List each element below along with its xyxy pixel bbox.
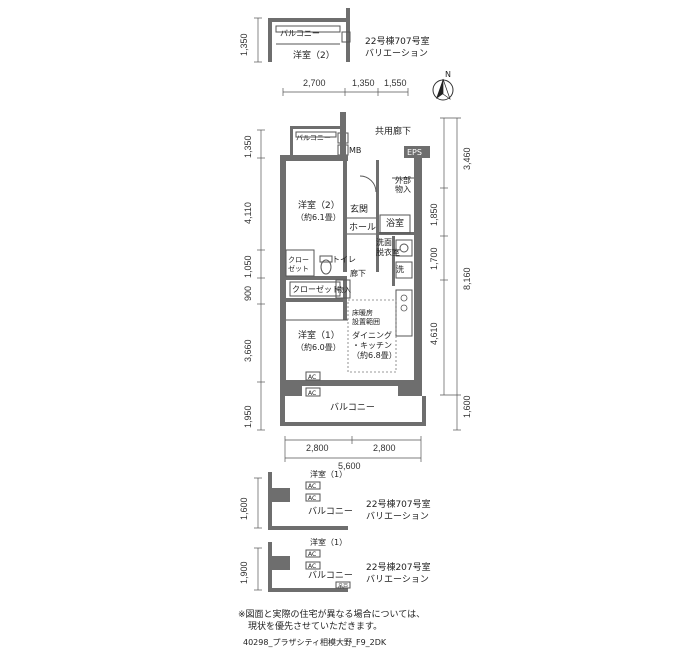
entrance-label: 玄関 bbox=[350, 203, 368, 215]
left-dim-5: 3,660 bbox=[243, 339, 253, 362]
variation-mid-caption1: 22号棟707号室 bbox=[366, 498, 431, 510]
variation-mid-balcony: バルコニー bbox=[308, 506, 353, 517]
corridor-label: 共用廊下 bbox=[375, 125, 411, 137]
right-dim-5: 4,610 bbox=[429, 322, 439, 345]
variation-mid-room: 洋室（1） bbox=[310, 469, 347, 479]
variation-bottom-caption1: 22号棟207号室 bbox=[366, 561, 431, 573]
top-dimensions: 2,700 1,350 1,550 bbox=[282, 78, 409, 96]
right-dim-4: 8,160 bbox=[462, 267, 472, 290]
ac-label-1: AC bbox=[308, 374, 316, 381]
washroom-label-2: 脱衣室 bbox=[376, 247, 400, 257]
left-dim-4: 900 bbox=[243, 286, 253, 301]
top-dim-2: 1,350 bbox=[352, 78, 375, 88]
variation-mid-ac-2: AC bbox=[308, 495, 316, 502]
western2-label: 洋室（2） bbox=[298, 199, 340, 211]
variation-mid-caption2: バリエーション bbox=[366, 511, 429, 522]
floor-heating-label-1: 床暖房 bbox=[352, 308, 373, 317]
outdoor-storage-label-2: 物入 bbox=[395, 184, 411, 194]
closet1-label-1: クロー bbox=[288, 256, 309, 264]
floor-heating-label-2: 設置範囲 bbox=[352, 317, 380, 326]
main-plan: 1,350 4,110 1,050 900 3,660 1,950 3,460 … bbox=[243, 112, 472, 431]
ldk-label-2: ・キッチン bbox=[352, 341, 392, 350]
bath-label: 浴室 bbox=[386, 217, 404, 229]
left-dim-3: 1,050 bbox=[243, 255, 253, 278]
ldk-label-1: ダイニング bbox=[352, 330, 392, 340]
footer-id: 40298_プラザシティ相模大野_F9_2DK bbox=[243, 638, 387, 647]
hall-label: ホール bbox=[349, 222, 376, 233]
variation-bottom-room: 洋室（1） bbox=[310, 537, 347, 547]
washer-label: 洗 bbox=[396, 264, 404, 274]
variation-top-caption2: バリエーション bbox=[365, 48, 428, 59]
left-dim-1: 1,350 bbox=[243, 135, 253, 158]
western1-label: 洋室（1） bbox=[298, 329, 340, 341]
balcony-top-label: バルコニー bbox=[296, 134, 331, 142]
right-dim-1: 3,460 bbox=[462, 147, 472, 170]
variation-top-room: 洋室（2） bbox=[293, 49, 335, 61]
ldk-label-3: （約6.8畳） bbox=[352, 350, 397, 360]
right-dim-2: 1,850 bbox=[429, 203, 439, 226]
western2-size: （約6.1畳） bbox=[296, 212, 341, 222]
variation-top-caption1: 22号棟707号室 bbox=[365, 35, 430, 47]
washroom-label-1: 洗面 bbox=[376, 237, 392, 247]
left-dim-6: 1,950 bbox=[243, 405, 253, 428]
closet2-label: クローゼット bbox=[292, 284, 340, 294]
variation-top-balcony: バルコニー bbox=[280, 29, 320, 38]
storage-label: 物入 bbox=[337, 285, 351, 294]
variation-bottom-balcony: バルコニー bbox=[308, 570, 353, 581]
compass-icon: N bbox=[432, 70, 454, 101]
outdoor-storage-label-1: 外部 bbox=[395, 175, 411, 185]
right-dim-3: 1,700 bbox=[429, 247, 439, 270]
bottom-dim-total: 5,600 bbox=[338, 461, 361, 471]
variation-top: 1,350 バルコニー 洋室（2） 22号棟707号室 バリエーション bbox=[239, 8, 430, 63]
variation-bottom-ac-1: AC bbox=[308, 551, 316, 558]
bottom-dim-2: 2,800 bbox=[373, 443, 396, 453]
mb-label: MB bbox=[349, 146, 361, 155]
closet1-label-2: ゼット bbox=[288, 264, 309, 273]
balcony-bottom-label: バルコニー bbox=[330, 402, 375, 413]
bottom-dim-1: 2,800 bbox=[306, 443, 329, 453]
variation-mid-ac-1: AC bbox=[308, 483, 316, 490]
left-dim-2: 4,110 bbox=[243, 202, 253, 224]
variation-bottom-shelf: 吊戸 bbox=[338, 584, 348, 590]
variation-bottom-ac-2: AC bbox=[308, 563, 316, 570]
disclaimer-line-1: ※図面と実際の住宅が異なる場合については、 bbox=[238, 610, 426, 620]
variation-bottom-dim: 1,900 bbox=[239, 561, 249, 584]
ac-label-2: AC bbox=[308, 390, 316, 397]
bottom-dimensions: 2,800 2,800 5,600 bbox=[284, 436, 422, 471]
right-dim-6: 1,600 bbox=[462, 395, 472, 418]
eps-label: EPS bbox=[407, 148, 422, 157]
variation-top-dim: 1,350 bbox=[239, 33, 249, 56]
top-dim-1: 2,700 bbox=[303, 78, 326, 88]
compass-north: N bbox=[445, 70, 451, 79]
variation-bottom: 1,900 AC AC 吊戸 洋室（1） バルコニー 22号棟207号室 バリエ… bbox=[239, 537, 431, 592]
top-dim-3: 1,550 bbox=[384, 78, 407, 88]
variation-bottom-caption2: バリエーション bbox=[366, 574, 429, 585]
western1-size: （約6.0畳） bbox=[296, 342, 341, 352]
disclaimer-line-2: 現状を優先させていただきます。 bbox=[248, 622, 383, 632]
corridor-small-label: 廊下 bbox=[350, 268, 366, 278]
toilet-label: トイレ bbox=[332, 255, 356, 264]
variation-mid-dim: 1,600 bbox=[239, 497, 249, 520]
variation-mid: 1,600 AC AC 洋室（1） バルコニー 22号棟707号室 バリエーショ… bbox=[239, 469, 431, 530]
